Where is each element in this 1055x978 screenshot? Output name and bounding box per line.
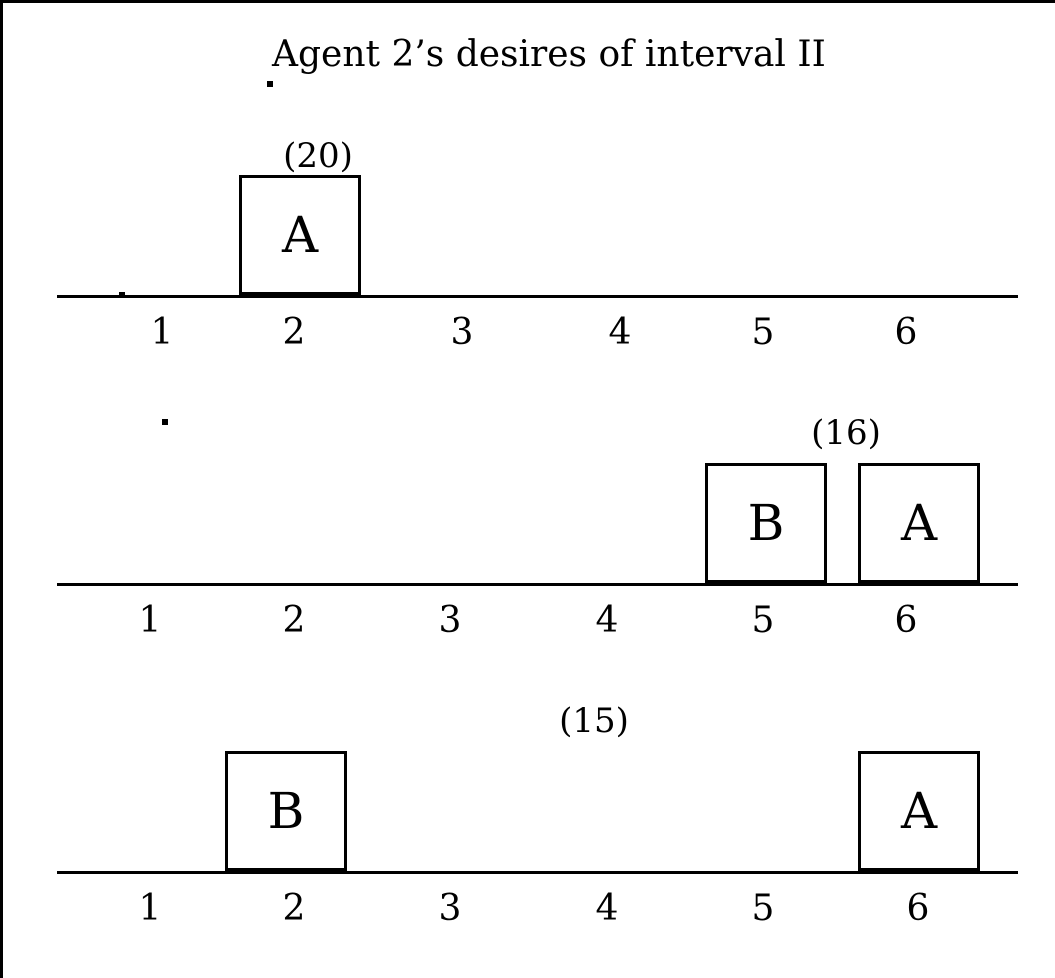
axis-tick-label: 2 <box>282 312 306 353</box>
slot-box: A <box>858 751 980 871</box>
timeline-axis <box>57 871 1018 874</box>
axis-tick-label: 6 <box>894 600 918 641</box>
axis-tick-label: 6 <box>906 888 930 929</box>
timeline-axis <box>57 295 1018 298</box>
slot-box-label: B <box>267 782 305 840</box>
timeline-axis <box>57 583 1018 586</box>
axis-tick-label: 2 <box>282 600 306 641</box>
axis-tick-label: 6 <box>894 312 918 353</box>
row-value-label: (20) <box>283 136 353 176</box>
slot-box-label: A <box>900 494 938 552</box>
axis-tick-label: 1 <box>138 600 162 641</box>
axis-tick-label: 3 <box>450 312 474 353</box>
slot-box-label: A <box>281 206 319 264</box>
axis-tick-label: 2 <box>282 888 306 929</box>
diagram-title: Agent 2’s desires of interval II <box>272 34 826 75</box>
slot-box: A <box>858 463 980 583</box>
slot-box-label: B <box>747 494 785 552</box>
stray-dot <box>267 81 273 87</box>
axis-tick-label: 4 <box>595 888 619 929</box>
slot-box: A <box>239 175 361 295</box>
stray-dot <box>162 419 168 425</box>
axis-tick-label: 1 <box>138 888 162 929</box>
axis-tick-label: 1 <box>150 312 174 353</box>
axis-tick-label: 5 <box>751 600 775 641</box>
slot-box-label: A <box>900 782 938 840</box>
axis-tick-label: 3 <box>438 888 462 929</box>
axis-tick-label: 4 <box>608 312 632 353</box>
slot-box: B <box>705 463 827 583</box>
row-value-label: (15) <box>559 701 629 741</box>
axis-tick-label: 5 <box>751 888 775 929</box>
axis-tick-label: 3 <box>438 600 462 641</box>
slot-box: B <box>225 751 347 871</box>
axis-tick-label: 5 <box>751 312 775 353</box>
axis-tick-label: 4 <box>595 600 619 641</box>
row-value-label: (16) <box>811 413 881 453</box>
